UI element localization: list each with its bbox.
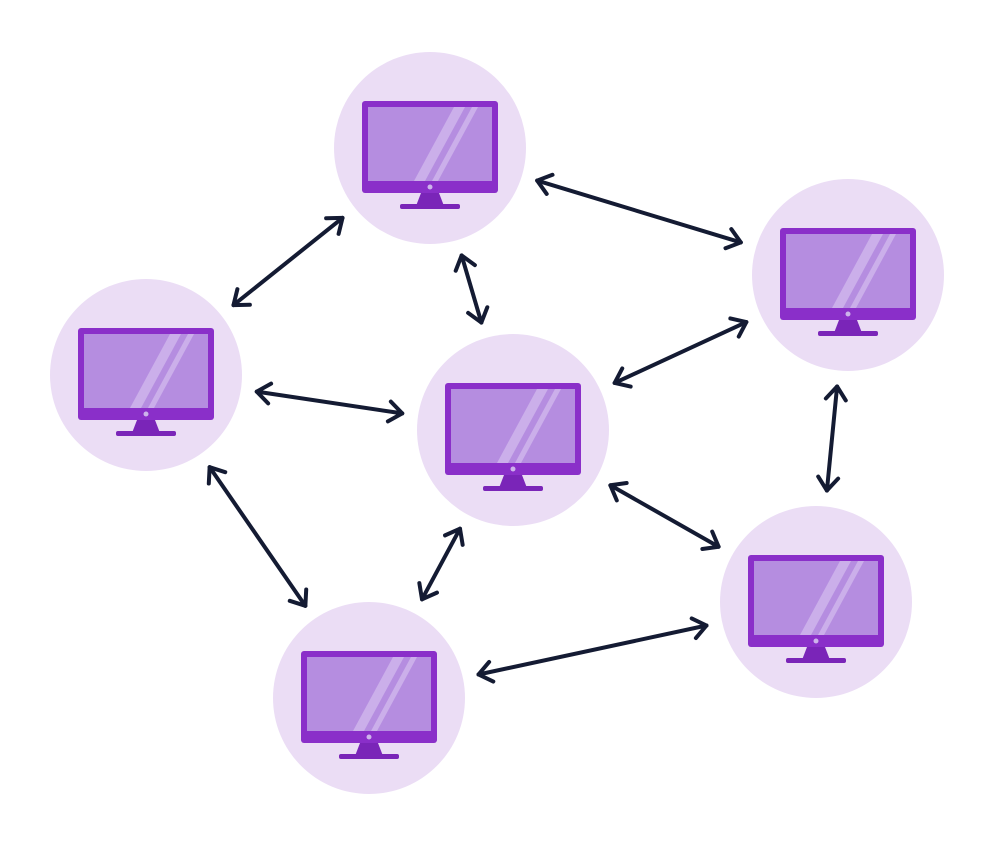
link-arrow-left-center xyxy=(254,381,405,424)
desktop-monitor-icon xyxy=(445,383,581,491)
desktop-monitor-icon xyxy=(362,101,498,209)
node-top xyxy=(334,52,526,244)
link-arrow-bottom-center xyxy=(417,526,465,602)
link-arrow-center-bottom-right xyxy=(608,481,721,551)
arrowhead-end xyxy=(385,399,405,424)
arrowhead-start xyxy=(453,253,477,273)
link-arrow-right-bottom-right xyxy=(816,384,848,493)
arrowhead-end xyxy=(816,474,841,493)
node-center xyxy=(417,334,609,526)
arrowhead-start xyxy=(417,581,439,602)
link-arrow-left-top xyxy=(231,215,345,308)
arrowhead-start xyxy=(535,172,555,196)
arrowhead-end xyxy=(443,526,465,547)
link-line xyxy=(231,215,345,308)
arrowhead-start xyxy=(823,384,848,403)
link-arrow-center-right xyxy=(612,316,749,389)
link-line xyxy=(420,526,462,602)
arrowhead-end xyxy=(287,587,309,608)
link-arrow-top-right xyxy=(535,172,743,251)
links-layer xyxy=(206,172,848,684)
link-line xyxy=(824,384,840,493)
arrowhead-end xyxy=(723,227,743,251)
node-left xyxy=(50,279,242,471)
arrowhead-end xyxy=(700,529,721,551)
link-line xyxy=(254,389,405,416)
link-line xyxy=(612,320,749,385)
node-bottom-right xyxy=(720,506,912,698)
node-bottom xyxy=(273,602,465,794)
desktop-monitor-icon xyxy=(748,555,884,663)
desktop-monitor-icon xyxy=(78,328,214,436)
desktop-monitor-icon xyxy=(780,228,916,336)
desktop-monitor-icon xyxy=(301,651,437,759)
link-line xyxy=(608,483,721,549)
arrowhead-end xyxy=(728,316,749,339)
arrowhead-end xyxy=(689,616,709,641)
nodes-layer xyxy=(50,52,944,794)
link-line xyxy=(459,253,484,325)
arrowhead-end xyxy=(466,305,490,325)
arrowhead-start xyxy=(612,366,633,389)
arrowhead-start xyxy=(608,481,629,503)
node-right xyxy=(752,179,944,371)
link-arrow-left-bottom xyxy=(206,465,309,608)
link-arrow-top-center xyxy=(453,253,490,325)
arrowhead-start xyxy=(476,659,496,684)
arrowhead-start xyxy=(254,381,274,406)
link-line xyxy=(207,465,308,608)
arrowhead-start xyxy=(206,465,228,486)
link-line xyxy=(476,623,709,677)
link-arrow-bottom-bottom-right xyxy=(476,616,709,684)
arrowhead-end xyxy=(324,215,345,236)
arrowhead-start xyxy=(231,287,252,308)
link-line xyxy=(535,178,743,245)
